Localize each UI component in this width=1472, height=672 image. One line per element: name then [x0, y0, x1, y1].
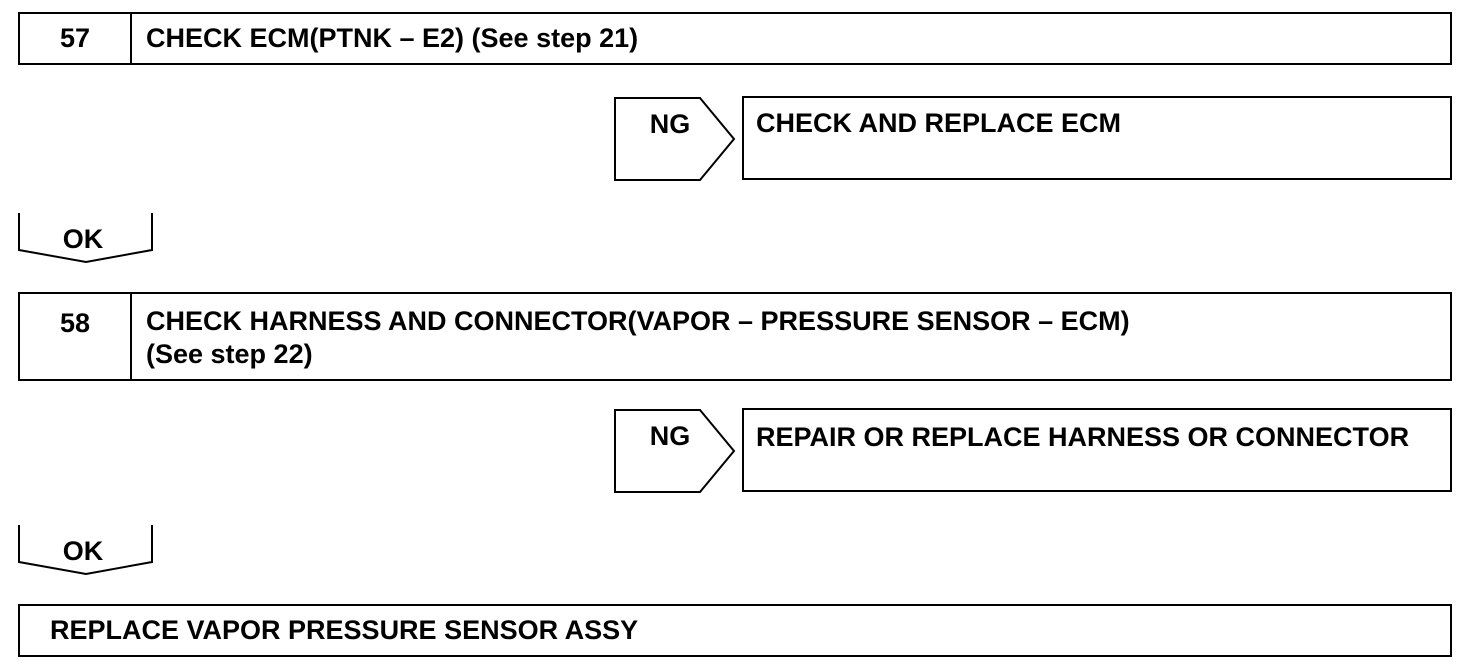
- ng-label-58: NG: [649, 421, 691, 451]
- step-57-number: 57: [20, 14, 132, 63]
- ok-tag-57: [18, 213, 153, 264]
- ng-action-57-box: CHECK AND REPLACE ECM: [742, 96, 1452, 180]
- ok-tag-58: [18, 525, 153, 576]
- step-58-number: 58: [20, 294, 132, 379]
- final-action-box: REPLACE VAPOR PRESSURE SENSOR ASSY: [18, 604, 1452, 657]
- ng-tag-58: [614, 409, 736, 493]
- ng-action-58-text: REPAIR OR REPLACE HARNESS OR CONNECTOR: [756, 422, 1410, 452]
- ok-label-57: OK: [62, 224, 104, 254]
- ng-label-57: NG: [649, 109, 691, 139]
- ng-action-58-box: REPAIR OR REPLACE HARNESS OR CONNECTOR: [742, 408, 1452, 492]
- ng-tag-57: [614, 97, 736, 181]
- ok-label-58: OK: [62, 536, 104, 566]
- step-58-box: 58 CHECK HARNESS AND CONNECTOR(VAPOR – P…: [18, 292, 1452, 381]
- final-action-text: REPLACE VAPOR PRESSURE SENSOR ASSY: [50, 615, 639, 645]
- step-58-title-line2: (See step 22): [146, 339, 313, 369]
- step-57-box: 57 CHECK ECM(PTNK – E2) (See step 21): [18, 12, 1452, 65]
- step-58-title-line1: CHECK HARNESS AND CONNECTOR(VAPOR – PRES…: [146, 306, 1130, 336]
- ng-action-57-text: CHECK AND REPLACE ECM: [756, 108, 1122, 138]
- step-57-title: CHECK ECM(PTNK – E2) (See step 21): [146, 23, 639, 53]
